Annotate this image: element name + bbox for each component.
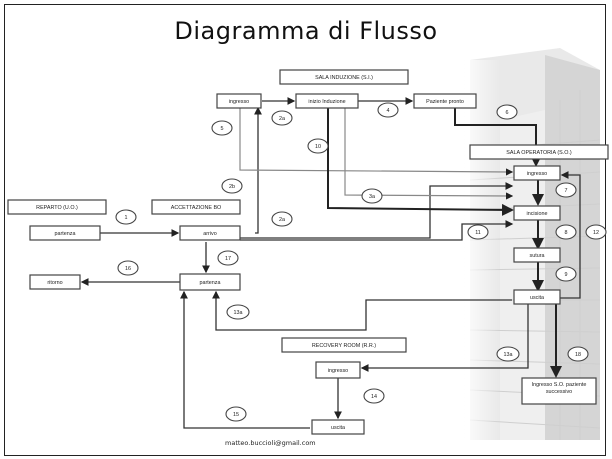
node-si-ingresso: ingresso xyxy=(217,94,261,108)
step-14-label: 14 xyxy=(371,394,377,400)
step-10: 10 xyxy=(308,139,328,153)
header-recovery-label: RECOVERY ROOM (R.R.) xyxy=(312,343,376,349)
step-1: 1 xyxy=(116,210,136,224)
step-17: 17 xyxy=(218,251,238,265)
header-recovery: RECOVERY ROOM (R.R.) xyxy=(282,338,406,352)
header-sala-induzione: SALA INDUZIONE (S.I.) xyxy=(280,70,408,84)
node-sutura: sutura xyxy=(514,248,560,262)
step-4: 4 xyxy=(378,103,398,117)
step-2b-label: 2b xyxy=(229,184,235,190)
step-16-label: 16 xyxy=(125,266,131,272)
step-18: 18 xyxy=(568,347,588,361)
node-rr-ingresso: ingresso xyxy=(316,362,360,378)
node-so-ingresso: ingresso xyxy=(514,166,560,180)
node-partenza-bo: partenza xyxy=(180,274,240,290)
node-rr-uscita-label: uscita xyxy=(331,425,345,431)
header-reparto: REPARTO (U.O.) xyxy=(8,200,106,214)
step-6-label: 6 xyxy=(506,110,509,116)
step-10-label: 10 xyxy=(315,144,321,150)
step-13a-right: 13a xyxy=(497,347,519,361)
step-2b: 2b xyxy=(222,179,242,193)
step-1-label: 1 xyxy=(125,215,128,221)
step-7-label: 7 xyxy=(565,188,568,194)
step-5: 5 xyxy=(212,121,232,135)
node-ingresso-successivo: Ingresso S.O. paziente successivo xyxy=(522,378,596,404)
node-ritorno-label: ritorno xyxy=(47,280,62,286)
step-11-label: 11 xyxy=(475,230,481,236)
step-4-label: 4 xyxy=(387,108,390,114)
node-so-uscita: uscita xyxy=(514,290,560,304)
node-ingresso-successivo-label: Ingresso S.O. paziente successivo xyxy=(522,380,596,398)
step-13a-left-label: 13a xyxy=(234,310,243,316)
step-3a: 3a xyxy=(362,189,382,203)
node-arrivo: arrivo xyxy=(180,226,240,240)
node-paziente-pronto-label: Paziente pronto xyxy=(426,99,464,105)
step-2a-mid-label: 2a xyxy=(279,217,285,223)
node-paziente-pronto: Paziente pronto xyxy=(414,94,476,108)
step-8: 8 xyxy=(556,225,576,239)
step-14: 14 xyxy=(364,389,384,403)
step-18-label: 18 xyxy=(575,352,581,358)
node-ritorno: ritorno xyxy=(30,275,80,289)
node-sutura-label: sutura xyxy=(530,253,545,259)
node-inizio-induzione-label: inizio Induzione xyxy=(308,99,345,105)
step-9-label: 9 xyxy=(565,272,568,278)
step-5-label: 5 xyxy=(221,126,224,132)
header-reparto-label: REPARTO (U.O.) xyxy=(36,205,78,211)
header-sala-operatoria-label: SALA OPERATORIA (S.O.) xyxy=(506,150,572,156)
header-accettazione-label: ACCETTAZIONE BO xyxy=(171,205,222,211)
node-partenza-uo-label: partenza xyxy=(55,231,76,237)
node-rr-uscita: uscita xyxy=(312,420,364,434)
node-incisione: incisione xyxy=(514,206,560,220)
step-15: 15 xyxy=(226,407,246,421)
step-6: 6 xyxy=(497,105,517,119)
node-rr-ingresso-label: ingresso xyxy=(328,368,348,374)
step-16: 16 xyxy=(118,261,138,275)
node-so-uscita-label: uscita xyxy=(530,295,544,301)
node-si-ingresso-label: ingresso xyxy=(229,99,249,105)
author-credit: matteo.buccioli@gmail.com xyxy=(225,439,316,447)
step-17-label: 17 xyxy=(225,256,231,262)
step-3a-label: 3a xyxy=(369,194,375,200)
step-8-label: 8 xyxy=(565,230,568,236)
step-2a-top-label: 2a xyxy=(279,116,285,122)
node-so-ingresso-label: ingresso xyxy=(527,171,547,177)
step-9: 9 xyxy=(556,267,576,281)
header-sala-operatoria: SALA OPERATORIA (S.O.) xyxy=(470,145,608,159)
step-13a-right-label: 13a xyxy=(504,352,513,358)
header-sala-induzione-label: SALA INDUZIONE (S.I.) xyxy=(315,75,373,81)
slide-title: Diagramma di Flusso xyxy=(0,17,612,45)
step-2a-top: 2a xyxy=(272,111,292,125)
step-2a-mid: 2a xyxy=(272,212,292,226)
node-partenza-bo-label: partenza xyxy=(200,280,221,286)
node-arrivo-label: arrivo xyxy=(203,231,216,237)
node-inizio-induzione: inizio Induzione xyxy=(296,94,358,108)
header-accettazione: ACCETTAZIONE BO xyxy=(152,200,240,214)
step-11: 11 xyxy=(468,225,488,239)
step-12: 12 xyxy=(586,225,606,239)
step-15-label: 15 xyxy=(233,412,239,418)
step-12-label: 12 xyxy=(593,230,599,236)
node-incisione-label: incisione xyxy=(527,211,548,217)
step-7: 7 xyxy=(556,183,576,197)
step-13a-left: 13a xyxy=(227,305,249,319)
node-partenza-uo: partenza xyxy=(30,226,100,240)
